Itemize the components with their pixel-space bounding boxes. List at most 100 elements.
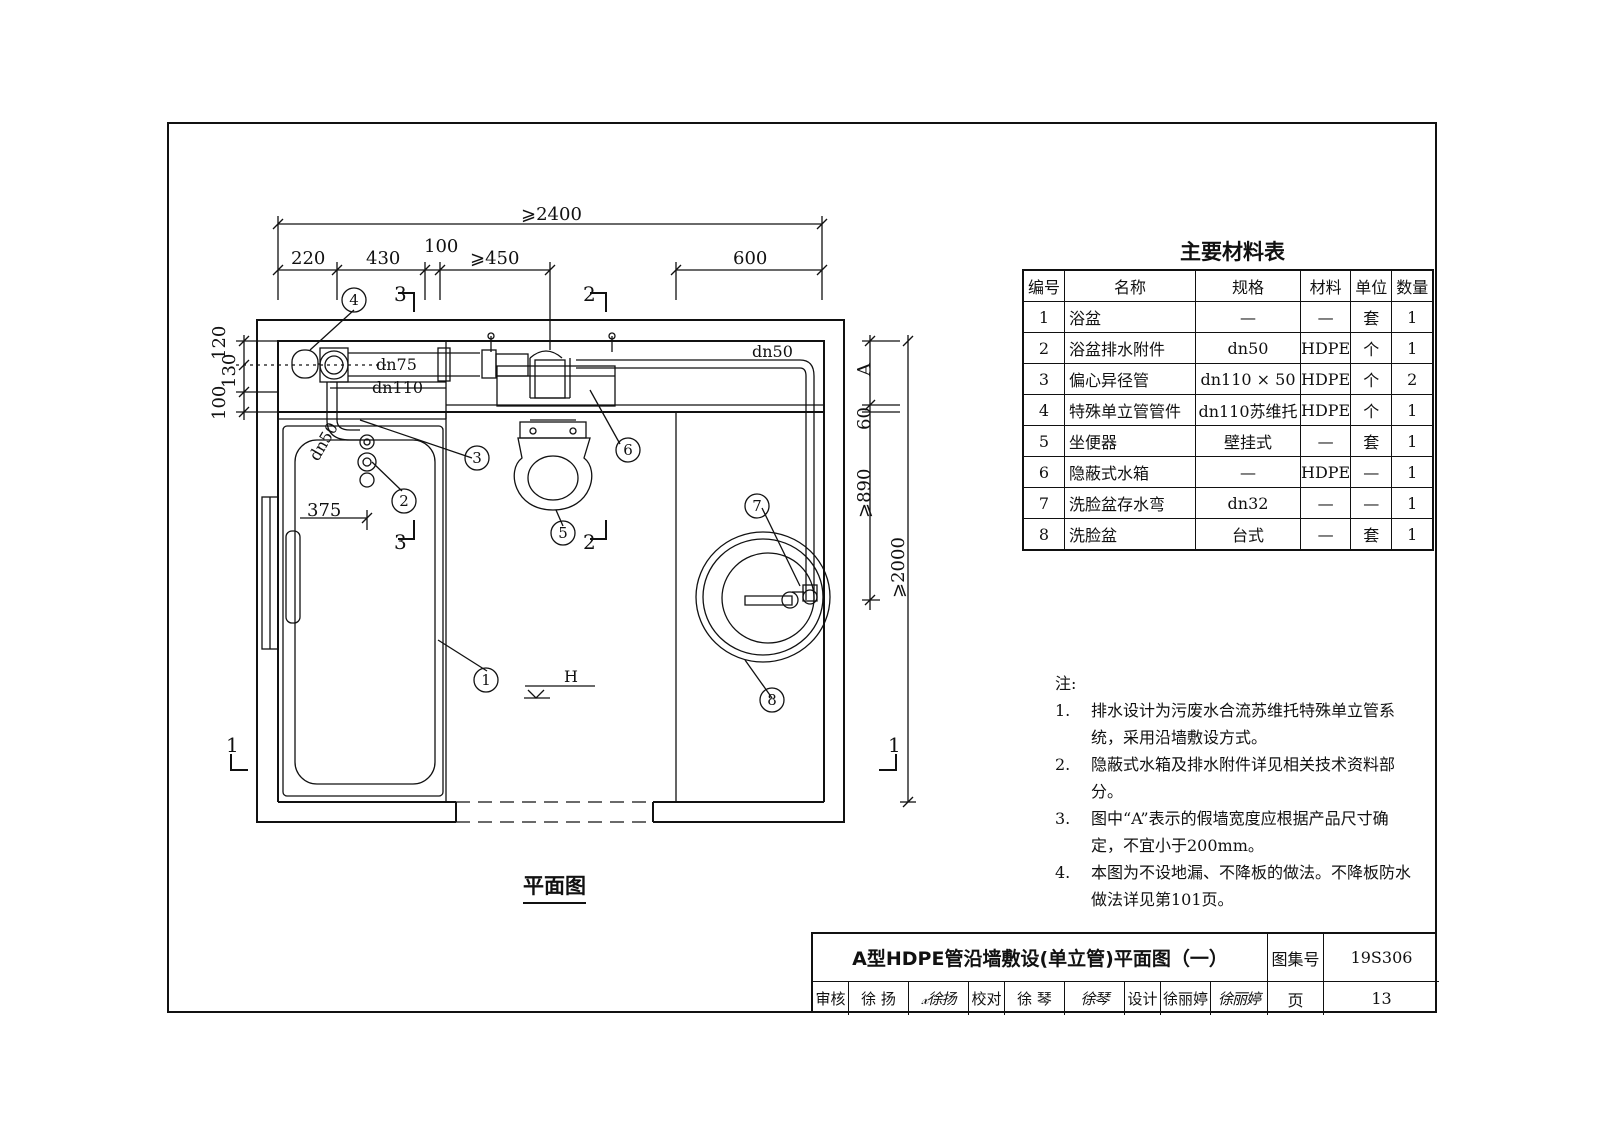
table-cell: HDPE — [1299, 332, 1352, 364]
table-cell: 7 — [1022, 487, 1065, 519]
table-cell: 2 — [1022, 332, 1065, 364]
pipe-dn50-top: dn50 — [752, 342, 793, 361]
callout-6 — [615, 437, 641, 463]
dim-left-130: 130 — [219, 354, 240, 388]
table-cell: — — [1299, 301, 1352, 333]
callout-number-4: 4 — [349, 291, 359, 309]
table-cell: 洗脸盆 — [1064, 518, 1196, 551]
callout-8 — [759, 687, 785, 713]
dimensions-left — [236, 335, 390, 530]
table-cell: 个 — [1350, 394, 1393, 426]
table-cell: 1 — [1391, 301, 1434, 333]
col-header: 规格 — [1195, 269, 1301, 302]
title-block: A型HDPE管沿墙敷设(单立管)平面图（一） 图集号 19S306 审核 徐 扬… — [811, 932, 1439, 1015]
washbasin — [695, 531, 831, 663]
table-cell: dn110 × 50 — [1195, 363, 1301, 395]
callout-number-5: 5 — [558, 524, 568, 542]
note-item: 3.图中“A”表示的假墙宽度应根据产品尺寸确定，不宜小于200mm。 — [1055, 805, 1411, 859]
dim-right-a: A — [854, 362, 875, 377]
table-cell: 洗脸盆存水弯 — [1064, 487, 1196, 519]
note-text: 隐蔽式水箱及排水附件详见相关技术资料部分。 — [1091, 755, 1396, 801]
callout-number-8: 8 — [767, 691, 777, 709]
pipe-dn75: dn75 — [376, 355, 417, 374]
callout-3 — [464, 445, 490, 471]
checker-signature: 徐琴 — [1065, 982, 1125, 1015]
page-number: 13 — [1371, 989, 1392, 1008]
dim-total: ⩾2400 — [521, 204, 582, 225]
note-number: 1. — [1055, 701, 1071, 720]
col-header: 单位 — [1350, 269, 1393, 302]
table-cell: 套 — [1350, 425, 1393, 457]
check-label: 校对 — [969, 982, 1005, 1015]
table-cell: 8 — [1022, 518, 1065, 551]
dim-right-2000: ⩾2000 — [888, 537, 909, 598]
dim-430: 430 — [366, 248, 400, 269]
door-opening — [456, 801, 653, 823]
notes: 注: 1.排水设计为污废水合流苏维托特殊单立管系统，采用沿墙敷设方式。2.隐蔽式… — [1055, 670, 1411, 913]
dimensions-top — [272, 216, 828, 350]
table-cell: 1 — [1391, 332, 1434, 364]
table-cell: 1 — [1391, 394, 1434, 426]
page-label: 页 — [1268, 982, 1324, 1015]
col-header: 数量 — [1391, 269, 1434, 302]
plan-labels: ⩾2400 220 430 100 ⩾450 600 375 3 3 2 2 1… — [209, 204, 909, 757]
dim-375: 375 — [307, 500, 341, 521]
table-cell: — — [1350, 456, 1393, 488]
col-header: 名称 — [1064, 269, 1196, 302]
table-cell: — — [1350, 487, 1393, 519]
note-item: 4. 本图为不设地漏、不降板的做法。不降板防水做法详见第101页。 — [1055, 859, 1411, 913]
table-cell: 台式 — [1195, 518, 1301, 551]
table-cell: HDPE — [1299, 363, 1352, 395]
section-2-bottom: 2 — [583, 530, 596, 554]
pipes — [291, 332, 818, 602]
table-cell: 2 — [1391, 363, 1434, 395]
dimensions-right — [862, 335, 916, 808]
callout-2 — [391, 488, 417, 514]
materials-title: 主要材料表 — [1180, 240, 1285, 264]
table-cell: 1 — [1391, 456, 1434, 488]
reviewer-name: 徐 扬 — [849, 982, 909, 1015]
drawing-title: A型HDPE管沿墙敷设(单立管)平面图（一） — [813, 934, 1268, 982]
atlas-number: 19S306 — [1324, 934, 1439, 982]
leader-lines — [309, 309, 801, 699]
plan-caption: 平面图 — [523, 870, 586, 904]
dim-600: 600 — [733, 248, 767, 269]
note-number: 4. — [1055, 863, 1071, 882]
dim-100: 100 — [424, 236, 458, 257]
table-cell: 坐便器 — [1064, 425, 1196, 457]
col-header: 编号 — [1022, 269, 1065, 302]
callout-5 — [550, 520, 576, 546]
table-cell: — — [1195, 456, 1301, 488]
note-text: 排水设计为污废水合流苏维托特殊单立管系统，采用沿墙敷设方式。 — [1091, 701, 1396, 747]
callout-circles — [341, 287, 785, 713]
callout-number-7: 7 — [752, 497, 762, 515]
dim-220: 220 — [291, 248, 325, 269]
table-cell: 个 — [1350, 363, 1393, 395]
design-label: 设计 — [1125, 982, 1161, 1015]
table-cell: 套 — [1350, 301, 1393, 333]
table-cell: dn110苏维托 — [1195, 394, 1301, 426]
table-cell: 壁挂式 — [1195, 425, 1301, 457]
callout-4 — [341, 287, 367, 313]
table-cell: 套 — [1350, 518, 1393, 551]
callout-1 — [473, 667, 499, 693]
section-3-top: 3 — [394, 282, 407, 306]
checker-name: 徐 琴 — [1005, 982, 1065, 1015]
table-cell: 5 — [1022, 425, 1065, 457]
window — [261, 496, 279, 650]
table-cell: — — [1299, 487, 1352, 519]
materials-header-row: 编号 名称 规格 材料 单位 数量 — [1022, 269, 1434, 302]
note-item: 1. 排水设计为污废水合流苏维托特殊单立管系统，采用沿墙敷设方式。 — [1055, 697, 1411, 751]
note-text: 本图为不设地漏、不降板的做法。不降板防水做法详见第101页。 — [1091, 863, 1412, 909]
table-cell: 4 — [1022, 394, 1065, 426]
dim-left-100: 100 — [209, 386, 230, 420]
cistern — [496, 365, 616, 407]
dim-left-120: 120 — [209, 326, 230, 360]
